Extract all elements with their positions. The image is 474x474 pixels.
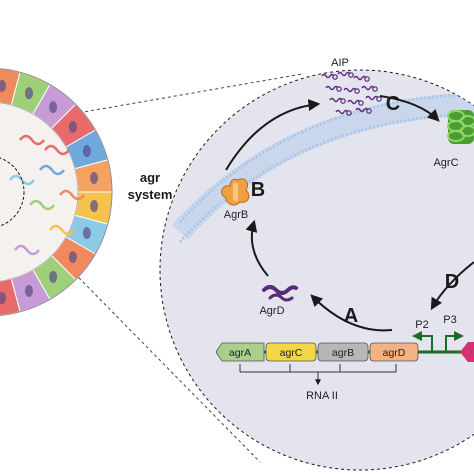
cell-nucleus	[82, 145, 91, 158]
arrow-agrd-to-agrb	[245, 219, 269, 277]
zoom-line-top	[25, 73, 303, 123]
gene-box-agrd	[369, 342, 419, 362]
cell-membrane	[171, 92, 474, 244]
p3-label: P3	[443, 314, 456, 326]
agr-system-title-line1: agr	[140, 170, 160, 185]
cell-nucleus	[90, 199, 99, 212]
lumen-bacteria	[14, 244, 40, 256]
aip-peptide	[361, 85, 375, 91]
aip-ring	[366, 108, 372, 114]
cycle-arrows	[225, 95, 474, 332]
arrow-d-to-promoter	[430, 261, 474, 311]
aip-molecules	[321, 71, 382, 116]
agrb-label: AgrB	[224, 209, 248, 221]
cell-nucleus	[24, 87, 33, 100]
p2-label: P2	[415, 319, 428, 331]
aip-ring	[358, 100, 364, 106]
aip-peptide	[355, 107, 369, 113]
lumen-bacteria	[49, 224, 75, 236]
agrd-peptide	[262, 285, 298, 302]
cell-nucleus	[0, 79, 6, 92]
gene-label-agrd: agrD	[383, 347, 406, 359]
tissue-cross-section	[0, 68, 113, 316]
aip-peptide	[337, 71, 351, 77]
cell-nucleus	[68, 251, 77, 264]
lumen-bacteria	[44, 144, 70, 156]
cell-nucleus	[90, 172, 99, 185]
aip-ring	[354, 88, 360, 94]
agr-system-title-line2: system	[128, 187, 173, 202]
aip-peptide	[343, 87, 357, 93]
operon-bracket	[239, 364, 397, 386]
lumen-bacteria	[19, 134, 45, 146]
p3-arrow	[445, 331, 464, 352]
agrc-label: AgrC	[433, 157, 458, 169]
step-a-label: A	[344, 305, 358, 327]
lumen-bacteria	[9, 174, 35, 186]
aip-peptide	[335, 109, 349, 115]
aip-ring	[364, 76, 370, 82]
aip-ring	[340, 98, 346, 104]
step-c-label: C	[386, 93, 400, 115]
cell-nucleus	[24, 284, 33, 297]
agrb-protein	[221, 178, 250, 206]
aip-peptide	[347, 99, 361, 105]
aip-ring	[332, 74, 338, 80]
step-b-label: B	[251, 179, 265, 201]
lumen-bacteria	[39, 164, 65, 176]
cell-nucleus	[68, 120, 77, 133]
arrow-agrb-to-aip	[225, 99, 321, 171]
aip-peptide	[353, 75, 367, 81]
aip-ring	[372, 86, 378, 92]
cell-nucleus	[0, 292, 6, 305]
gene-boxes: agrA agrC agrB agrD	[215, 342, 419, 362]
step-d-label: D	[445, 271, 459, 293]
gene-label-agra: agrA	[229, 347, 251, 359]
gene-box-agrb	[317, 342, 369, 362]
cell-nucleus	[49, 270, 58, 283]
zoom-source-circle	[0, 157, 25, 227]
operon-label: RNA II	[306, 390, 338, 402]
lumen-bacteria	[59, 189, 85, 201]
lumen-bacteria	[29, 199, 55, 211]
aip-peptide	[329, 97, 343, 103]
gene-label-agrc: agrC	[280, 347, 303, 359]
aip-peptide	[321, 73, 335, 79]
gene-box-agra	[215, 342, 265, 362]
aip-label: AIP	[331, 57, 349, 69]
arrow-aip-to-agrc	[379, 95, 440, 122]
aip-ring	[336, 86, 342, 92]
arrow-operon-to-agrd	[310, 294, 393, 332]
aip-ring	[348, 72, 354, 78]
p2-arrow	[412, 331, 433, 352]
aip-peptide	[325, 85, 339, 91]
agrc-receptor	[447, 110, 474, 144]
aip-ring	[346, 110, 352, 116]
aip-peptide	[365, 95, 379, 101]
cell-nucleus	[82, 226, 91, 239]
promoters	[412, 331, 464, 352]
gene-box-agrc	[265, 342, 317, 362]
gene-label-agrb: agrB	[332, 347, 354, 359]
agrd-label: AgrD	[259, 305, 284, 317]
cell-nucleus	[49, 101, 58, 114]
aip-ring	[376, 96, 382, 102]
